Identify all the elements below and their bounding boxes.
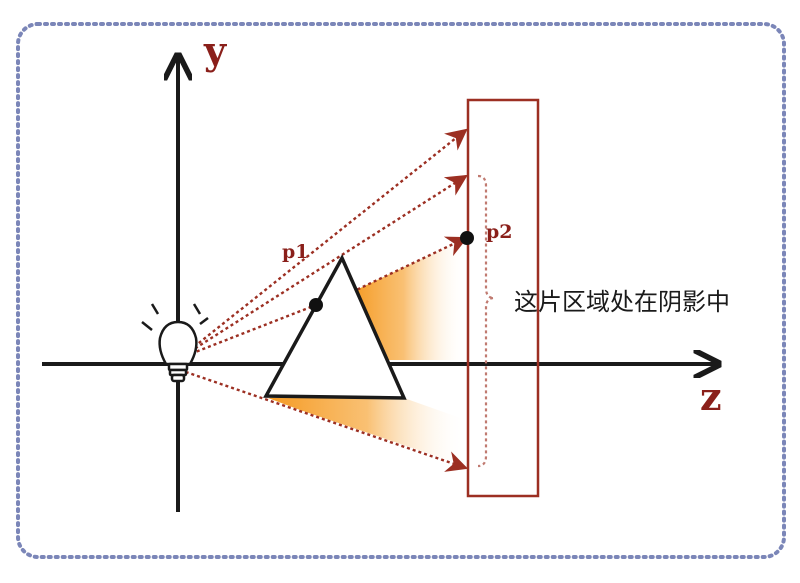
point-p2 xyxy=(460,231,474,245)
p2-label: p2 xyxy=(486,221,513,243)
shadow-brace xyxy=(477,174,495,468)
screen-rectangle xyxy=(466,98,540,498)
z-axis-label: z xyxy=(700,374,722,419)
light-bulb-icon xyxy=(141,303,209,383)
ray-upper xyxy=(179,174,468,360)
triangle-occluder xyxy=(263,254,407,400)
ray-bottom xyxy=(179,368,469,472)
point-p1 xyxy=(309,298,323,312)
p1-label: p1 xyxy=(282,241,309,263)
ray-to-p1 xyxy=(179,303,317,360)
shadow-region-bottom xyxy=(268,398,466,466)
shadow-note: 这片区域处在阴影中 xyxy=(514,288,730,316)
y-axis-label: y xyxy=(203,28,227,73)
ray-top xyxy=(179,128,468,359)
shadow-region-top xyxy=(352,238,466,360)
dotted-frame xyxy=(16,22,786,559)
